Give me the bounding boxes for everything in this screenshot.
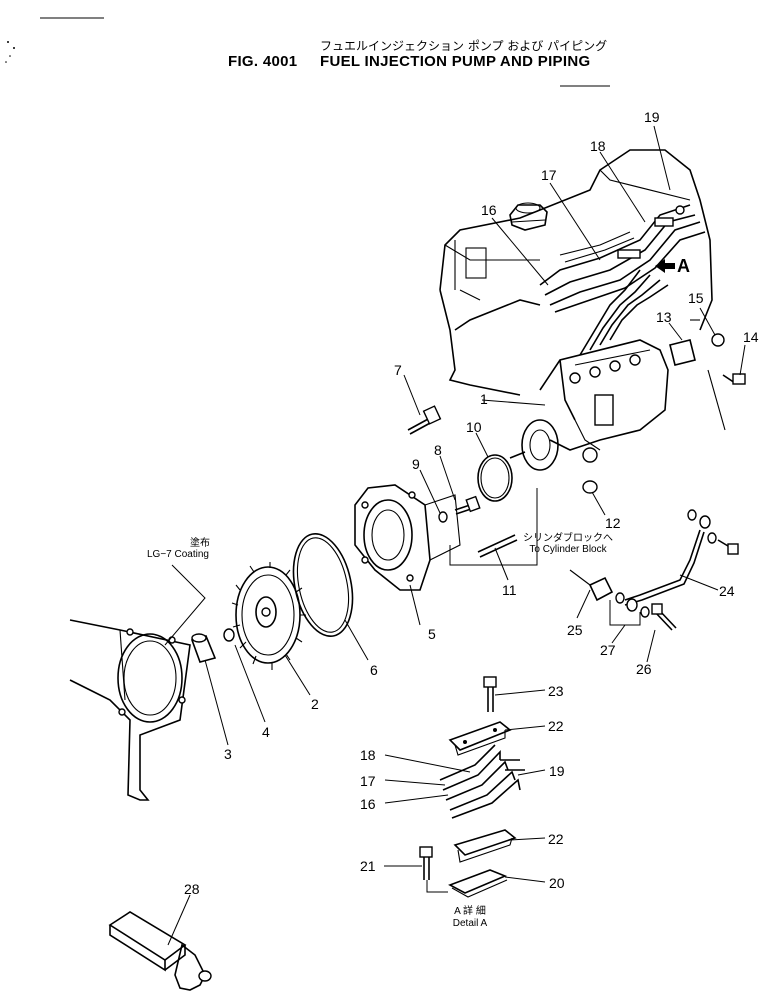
leader-lines: [164, 125, 746, 946]
o-ring-6: [292, 533, 354, 637]
page-title: FUEL INJECTION PUMP AND PIPING: [320, 53, 591, 70]
washers-27: [609, 592, 650, 626]
callout-23: 23: [548, 683, 564, 699]
cylinder-note: To Cylinder Block: [529, 544, 607, 555]
sleeve-3: [190, 633, 217, 663]
callout-27: 27: [600, 642, 616, 658]
housing-5: [354, 484, 461, 591]
callout-12: 12: [605, 515, 621, 531]
callout-14: 14: [743, 329, 759, 345]
washer-4: [223, 628, 235, 642]
callout-17-detail: 17: [360, 773, 376, 789]
cylinder-note-jp: シリンダブロックへ: [523, 533, 613, 544]
callout-13: 13: [656, 309, 672, 325]
callout-11: 11: [502, 582, 517, 598]
callout-17: 17: [541, 167, 557, 183]
bolt-26: [651, 603, 677, 631]
callout-7: 7: [394, 362, 402, 378]
detail-a: [419, 676, 525, 898]
coating-note-jp: 塗布: [190, 538, 210, 549]
figure-number: FIG. 4001: [228, 53, 298, 70]
callout-24: 24: [719, 583, 735, 599]
callout-22-bottom: 22: [548, 831, 564, 847]
injection-lines: [539, 204, 706, 356]
callout-6: 6: [370, 662, 378, 678]
callout-25: 25: [567, 622, 583, 638]
callout-18-detail: 18: [360, 747, 376, 763]
coating-note: LG−7 Coating: [147, 549, 209, 560]
callout-20: 20: [549, 875, 565, 891]
callout-28: 28: [184, 881, 200, 897]
gear-case-cover: [69, 619, 191, 801]
callout-1: 1: [480, 391, 488, 407]
callout-4: 4: [262, 724, 270, 740]
callout-15: 15: [688, 290, 704, 306]
injection-pump: [509, 339, 669, 471]
bolt-7: [407, 405, 442, 435]
detail-a-label: Detail A: [452, 918, 488, 929]
detail-a-jp: A 詳 細: [454, 906, 486, 917]
engine-block: [439, 149, 713, 396]
o-ring-10: [477, 454, 513, 502]
callout-2: 2: [311, 696, 319, 712]
view-a-label: A: [677, 256, 690, 276]
title-japanese: フュエルインジェクション ポンプ および パイピング: [320, 39, 608, 53]
bracket-13: [669, 319, 746, 431]
gear-2: [231, 562, 306, 670]
callout-16-detail: 16: [360, 796, 376, 812]
callout-21: 21: [360, 858, 376, 874]
bolt-8: [438, 495, 481, 523]
callout-16: 16: [481, 202, 497, 218]
callout-19-detail: 19: [549, 763, 565, 779]
callout-19: 19: [644, 109, 660, 125]
callout-3: 3: [224, 746, 232, 762]
callout-26: 26: [636, 661, 652, 677]
callout-10: 10: [466, 419, 482, 435]
stud-11: [449, 488, 538, 566]
tool-28: [108, 911, 212, 991]
view-arrow: [655, 259, 675, 273]
callout-5: 5: [428, 626, 436, 642]
callout-22-top: 22: [548, 718, 564, 734]
connector-25: [569, 569, 614, 602]
callout-8: 8: [434, 442, 442, 458]
scan-speckle: [5, 41, 15, 63]
callout-9: 9: [412, 456, 420, 472]
nut-12: [582, 480, 598, 494]
callout-18: 18: [590, 138, 606, 154]
